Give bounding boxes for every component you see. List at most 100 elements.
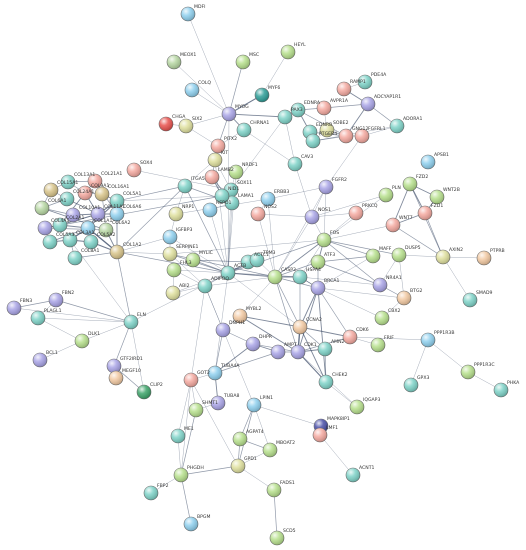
node-heyl[interactable] (280, 44, 296, 60)
node-ramp1[interactable] (336, 81, 352, 97)
node-got2[interactable] (183, 372, 199, 388)
node-acnt1[interactable] (345, 467, 361, 483)
node-apsb1[interactable] (420, 154, 436, 170)
node-col24a1[interactable] (59, 191, 75, 207)
node-dusp5[interactable] (391, 247, 407, 263)
node-iqgap3[interactable] (349, 399, 365, 415)
node-casp3[interactable] (267, 269, 283, 285)
node-lpin1[interactable] (246, 397, 262, 413)
node-col5a2[interactable] (83, 234, 99, 250)
node-wnt2b[interactable] (429, 189, 445, 205)
node-col6a2[interactable] (98, 222, 114, 238)
node-mylic[interactable] (185, 252, 201, 268)
node-axin2[interactable] (435, 249, 451, 265)
node-plagl1[interactable] (30, 310, 46, 326)
node-myog[interactable] (221, 106, 237, 122)
node-tuba8[interactable] (210, 395, 226, 411)
node-prkcq[interactable] (348, 205, 364, 221)
node-ppp1r3c[interactable] (460, 364, 476, 380)
node-msc[interactable] (235, 54, 251, 70)
node-chga[interactable] (158, 116, 174, 132)
node-atf3[interactable] (310, 254, 326, 270)
node-smad9[interactable] (462, 292, 478, 308)
node-cdk1[interactable] (290, 344, 306, 360)
node-avpr1a[interactable] (316, 100, 332, 116)
node-ednra[interactable] (290, 102, 306, 118)
node-col13a1[interactable] (60, 174, 76, 190)
node-fbn2[interactable] (48, 292, 64, 308)
node-col6a1[interactable] (34, 200, 50, 216)
node-col8a1[interactable] (67, 250, 83, 266)
node-fgfr2[interactable] (318, 179, 334, 195)
node-fgfrl1[interactable] (354, 128, 370, 144)
node-nos1[interactable] (304, 209, 320, 225)
node-wnt7[interactable] (385, 217, 401, 233)
node-col1a2[interactable] (109, 244, 125, 260)
node-col2a1[interactable] (52, 217, 68, 233)
node-actb[interactable] (220, 265, 236, 281)
node-colq[interactable] (184, 82, 200, 98)
node-megf10[interactable] (108, 370, 124, 386)
node-gpx3[interactable] (403, 377, 419, 393)
node-erbb3[interactable] (260, 191, 276, 207)
node-amn2[interactable] (317, 341, 333, 357)
node-abi2[interactable] (165, 285, 181, 301)
node-meox1[interactable] (166, 54, 182, 70)
node-phgdh[interactable] (173, 467, 189, 483)
node-tuba4a[interactable] (207, 365, 223, 381)
node-me1[interactable] (170, 428, 186, 444)
node-col11a1[interactable] (90, 206, 106, 222)
node-fbp2[interactable] (143, 485, 159, 501)
node-dhpr[interactable] (245, 336, 261, 352)
node-cbx2[interactable] (374, 310, 390, 326)
node-maff[interactable] (365, 248, 381, 264)
node-cav3[interactable] (287, 156, 303, 172)
node-chek2[interactable] (318, 374, 334, 390)
node-col21a1[interactable] (87, 173, 103, 189)
node-dlk1[interactable] (74, 333, 90, 349)
node-lmf1[interactable] (312, 427, 328, 443)
node-itga5[interactable] (177, 178, 193, 194)
node-pln[interactable] (378, 187, 394, 203)
node-hspa4[interactable] (292, 269, 308, 285)
node-fzd1[interactable] (417, 205, 433, 221)
node-lama1[interactable] (224, 195, 240, 211)
node-ptprb[interactable] (476, 250, 492, 266)
node-sobe2[interactable] (319, 122, 335, 138)
node-rspo1[interactable] (202, 202, 218, 218)
node-col16a1[interactable] (94, 186, 110, 202)
node-col4a1[interactable] (37, 220, 53, 236)
node-col15a1[interactable] (43, 182, 59, 198)
node-serpine1[interactable] (162, 246, 178, 262)
node-kit[interactable] (207, 152, 223, 168)
node-adipoq[interactable] (197, 278, 213, 294)
node-pax3[interactable] (277, 109, 293, 125)
node-ccna2[interactable] (292, 319, 308, 335)
node-pitx2[interactable] (210, 138, 226, 154)
node-gtf2ird1[interactable] (106, 358, 122, 374)
node-col5a3[interactable] (42, 234, 58, 250)
node-phka[interactable] (493, 382, 509, 398)
node-lamb2[interactable] (204, 169, 220, 185)
node-gpd1[interactable] (230, 458, 246, 474)
node-chrna1[interactable] (236, 122, 252, 138)
node-mybl2[interactable] (232, 308, 248, 324)
node-btg2[interactable] (396, 290, 412, 306)
node-scd5[interactable] (269, 530, 285, 546)
node-cdk6[interactable] (342, 329, 358, 345)
node-col9a1[interactable] (77, 185, 93, 201)
node-col3a1[interactable] (62, 232, 78, 248)
node-frif[interactable] (370, 337, 386, 353)
node-ampt[interactable] (270, 344, 286, 360)
node-col5a1[interactable] (109, 193, 125, 209)
node-dnph1[interactable] (215, 322, 231, 338)
node-pde4a[interactable] (357, 74, 373, 90)
node-bcl1[interactable] (32, 352, 48, 368)
node-mboat2[interactable] (262, 442, 278, 458)
node-col6a6[interactable] (109, 206, 125, 222)
node-adora1[interactable] (389, 118, 405, 134)
node-fos[interactable] (316, 232, 332, 248)
node-bpgm[interactable] (183, 516, 199, 532)
node-adcyap1r1[interactable] (360, 96, 376, 112)
node-fbn3[interactable] (6, 300, 22, 316)
